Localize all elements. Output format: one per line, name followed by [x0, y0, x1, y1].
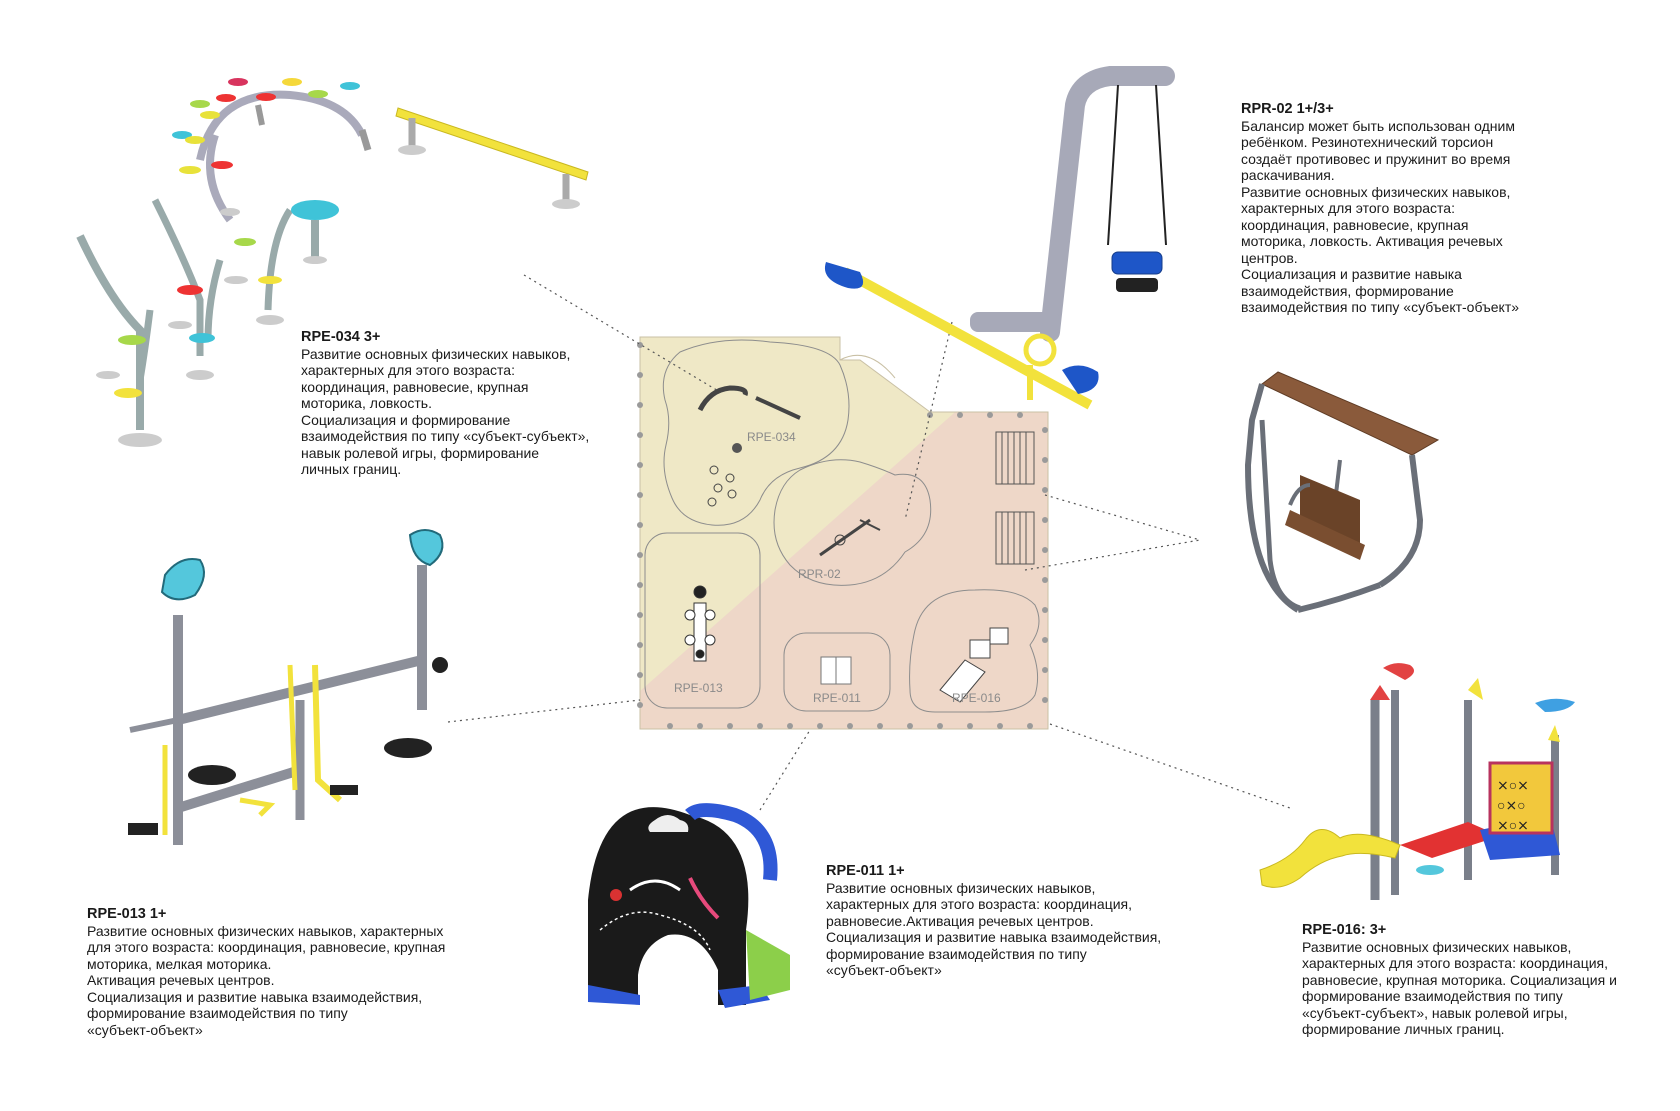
caption-title-rpe-011: RPE-011 1+ [826, 863, 905, 879]
mini-rpe-013-icon [684, 585, 716, 662]
caption-rpe-016: RPE-016: 3+ Развитие основных физических… [1302, 922, 1662, 1038]
plan-label-rpe-013: RPE-013 [674, 681, 723, 695]
zone-rpe-013 [644, 532, 761, 709]
caption-body-rpr-02: Балансир может быть использован одним ре… [1241, 117, 1520, 316]
caption-title-rpr-02: RPR-02 1+/3+ [1241, 101, 1334, 117]
rpe-013-equipment [128, 529, 448, 845]
caption-title-rpe-013: RPE-013 1+ [87, 906, 167, 922]
caption-rpe-013: RPE-013 1+ Развитие основных физических … [87, 906, 487, 1038]
caption-rpe-011: RPE-011 1+ Развитие основных физических … [826, 863, 1206, 979]
leader-lines [447, 274, 1291, 811]
caption-rpe-034: RPE-034 3+ Развитие основных физических … [301, 329, 631, 478]
caption-body-rpe-013: Развитие основных физических навыков, ха… [87, 922, 446, 1038]
caption-rpr-02: RPR-02 1+/3+ Балансир может быть использ… [1241, 101, 1571, 316]
rpe-016-equipment: ⨯○⨯ ○⨯○ ⨯○⨯ [1259, 663, 1575, 900]
zone-rpr-02 [773, 459, 932, 586]
plan-label-rpe-034: RPE-034 [747, 430, 796, 444]
svg-text:⨯○⨯: ⨯○⨯ [1497, 777, 1529, 793]
caption-body-rpe-016: Развитие основных физических навыков, ха… [1302, 938, 1617, 1038]
rpe-011-equipment [588, 803, 790, 1008]
zone-rpe-011 [783, 632, 891, 712]
rpr-02-equipment [824, 66, 1175, 410]
caption-title-rpe-016: RPE-016: 3+ [1302, 922, 1387, 938]
plan-label-rpr-02: RPR-02 [798, 567, 841, 581]
svg-text:⨯○⨯: ⨯○⨯ [1497, 817, 1529, 833]
plan-label-rpe-011: RPE-011 [813, 691, 861, 705]
svg-text:○⨯○: ○⨯○ [1497, 797, 1526, 813]
mini-rpe-034-icons [697, 385, 801, 507]
mini-swing-benches [995, 431, 1035, 565]
site-plan: RPE-034 RPR-02 RPE-013 RPE-011 RPE-016 [637, 336, 1049, 730]
caption-body-rpe-011: Развитие основных физических навыков, ха… [826, 879, 1162, 979]
zone-rpe-016 [909, 589, 1040, 713]
caption-body-rpe-034: Развитие основных физических навыков, ха… [301, 345, 590, 478]
mini-rpe-016-icon [939, 627, 1009, 703]
rpe-034-equipment [76, 78, 589, 447]
mini-rpe-011-icon [820, 656, 852, 685]
boundary-posts [637, 342, 1048, 729]
swing-bench-equipment [1244, 371, 1440, 613]
mini-rpr-02-icon [819, 518, 881, 557]
caption-title-rpe-034: RPE-034 3+ [301, 329, 381, 345]
plan-label-rpe-016: RPE-016 [952, 691, 1001, 705]
zone-rpe-034 [662, 339, 850, 526]
